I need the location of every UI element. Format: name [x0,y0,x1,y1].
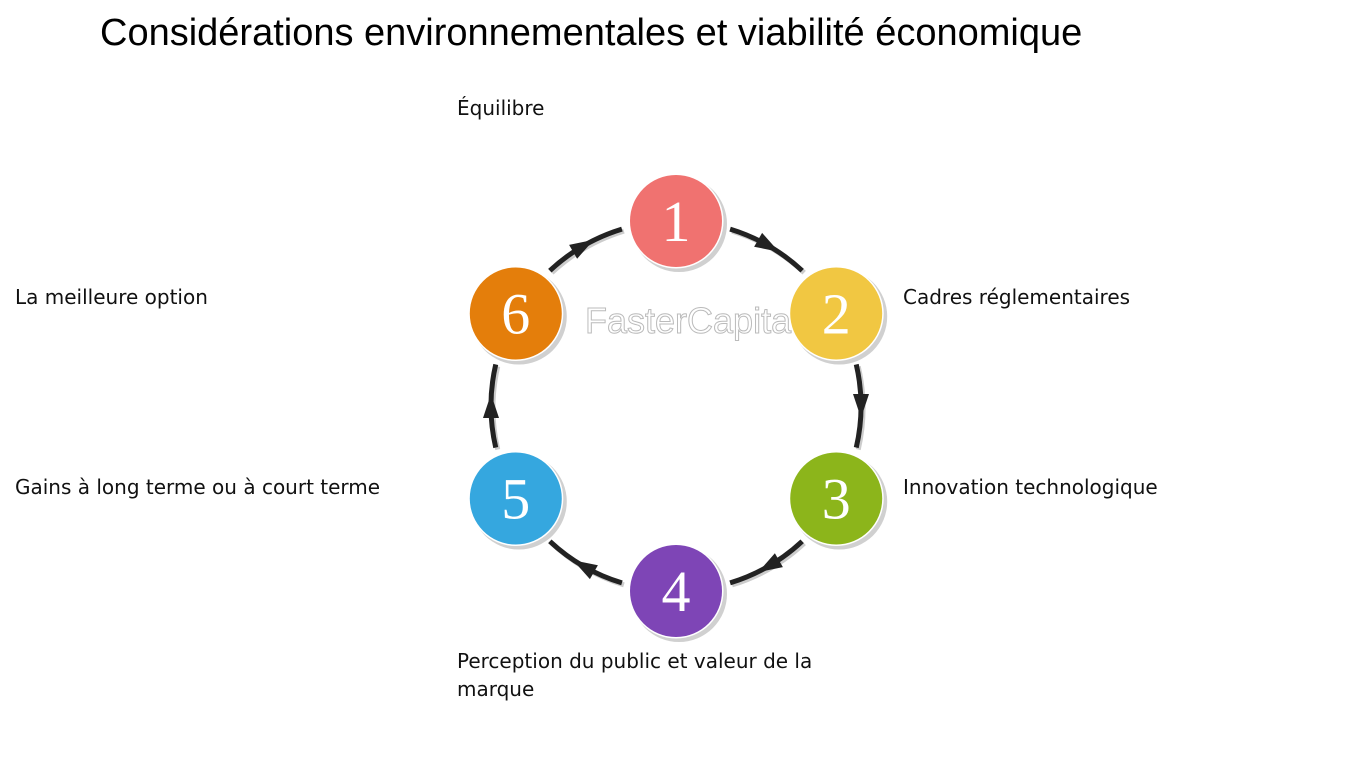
step-6-number: 6 [501,282,530,347]
step-5-circle [469,452,562,545]
step-2-number: 2 [822,282,851,347]
step-5-label: Gains à long terme ou à court terme [15,475,381,499]
arrow-arc [729,539,804,586]
arc-shadow [550,228,625,275]
step-2-label: Cadres réglementaires [903,285,1131,309]
step-3-number: 3 [822,467,851,532]
step-6-label: La meilleure option [15,285,208,309]
arrow-arc [548,539,623,586]
step-4-circle [630,545,722,637]
step-4-label: Perception du public et valeur de la mar… [457,649,813,701]
arrowhead-icon [573,560,598,580]
step-1-number: 1 [662,189,691,254]
step-5-number: 5 [501,467,530,532]
step-6-circle [469,267,562,360]
arrowhead-icon [758,553,783,573]
step-2-circle [790,267,883,360]
step-1-label: Équilibre [457,96,545,120]
arrow-arc [729,226,804,273]
arrowhead-icon [853,394,869,418]
step-3-label: Innovation technologique [903,475,1158,499]
watermark-logo: FasterCapital [585,300,799,341]
step-3-circle [790,452,883,545]
diagram-title: Considérations environnementales et viab… [100,12,1083,54]
arc-shadow [731,228,806,275]
arrowhead-icon [483,394,499,418]
step-4-number: 4 [662,559,691,624]
arrowhead-icon [754,232,779,252]
step-1-circle [630,175,722,267]
arrowhead-icon [569,239,594,259]
